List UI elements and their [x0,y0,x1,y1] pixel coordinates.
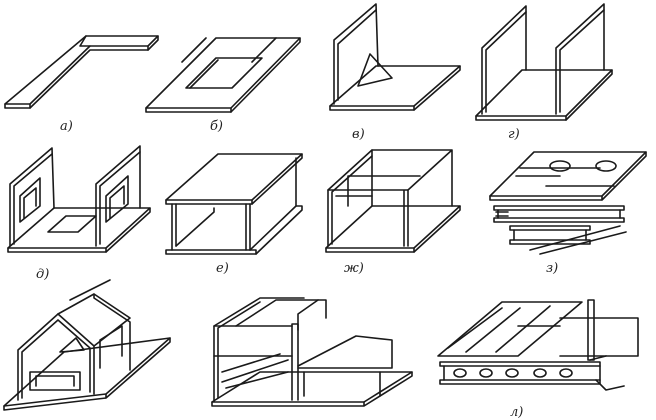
figure-k-multideck-block [211,297,413,407]
figure-g-label: г) [508,127,520,142]
figure-z-label: з) [546,261,558,276]
figure-l-double-bottom: л) [437,299,639,420]
figure-e-box: е) [165,153,303,276]
figure-d-framed-channel: д) [7,145,151,282]
figure-v-web-gusset: в) [329,3,461,142]
figure-z-grillage: з) [489,151,647,276]
figure-i-gabled-frame [3,279,171,411]
figure-zh-open-box: ж) [325,149,461,276]
figure-a-label: а) [60,119,73,134]
figure-zh-label: ж) [344,261,364,276]
figure-b-frame-plate: б) [145,37,301,134]
figure-d-label: д) [36,267,49,282]
figure-v-label: в) [352,127,365,142]
figure-a-l-shaped-plate: а) [4,35,159,134]
figure-l-label: л) [510,405,523,420]
figure-b-label: б) [210,119,223,134]
figure-g-channel: г) [475,3,613,142]
figure-e-label: е) [216,261,229,276]
